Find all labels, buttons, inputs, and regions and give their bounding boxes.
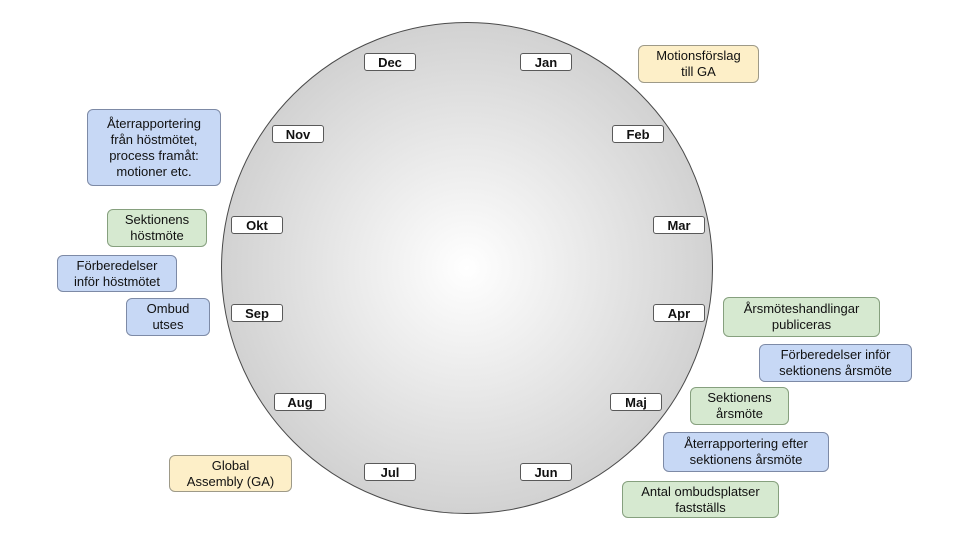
month-jan: Jan bbox=[520, 53, 572, 71]
note-line: Antal ombudsplatser bbox=[641, 483, 760, 499]
note-line: Sektionens bbox=[707, 390, 772, 405]
month-nov: Nov bbox=[272, 125, 324, 143]
note-aterrapportering-arsmote: Återrapportering efter sektionens årsmöt… bbox=[663, 432, 829, 472]
note-line: sektionens årsmöte bbox=[689, 452, 803, 467]
note-line: Motionsförslag bbox=[656, 48, 741, 63]
note-line: Global bbox=[211, 457, 250, 473]
note-line: utses bbox=[152, 317, 184, 332]
note-line: Förberedelser inför bbox=[780, 347, 891, 362]
note-sektionens-hostmote: Sektionens höstmöte bbox=[107, 209, 207, 247]
note-line: Förberedelser bbox=[76, 257, 158, 273]
note-line: fastställs bbox=[675, 499, 726, 515]
note-line: inför höstmötet bbox=[74, 273, 160, 289]
note-line: från höstmötet, bbox=[110, 131, 198, 147]
note-line: publiceras bbox=[771, 317, 832, 332]
note-line: process framåt: bbox=[109, 147, 199, 163]
note-ombud-utses: Ombud utses bbox=[126, 298, 210, 336]
note-line: Ombud bbox=[146, 301, 190, 316]
month-sep: Sep bbox=[231, 304, 283, 322]
note-line: Återrapportering efter bbox=[684, 436, 808, 451]
note-line: Årsmöteshandlingar bbox=[743, 301, 860, 316]
note-motionsforslag: Motionsförslag till GA bbox=[638, 45, 759, 83]
month-aug: Aug bbox=[274, 393, 326, 411]
month-maj: Maj bbox=[610, 393, 662, 411]
month-okt: Okt bbox=[231, 216, 283, 234]
note-line: sektionens årsmöte bbox=[779, 363, 892, 378]
note-forberedelser-hostmote: Förberedelser inför höstmötet bbox=[57, 255, 177, 292]
note-arsmoteshandlingar: Årsmöteshandlingar publiceras bbox=[723, 297, 880, 337]
note-line: Återrapportering bbox=[107, 115, 201, 131]
month-jun: Jun bbox=[520, 463, 572, 481]
note-line: motioner etc. bbox=[116, 163, 192, 179]
note-sektionens-arsmote: Sektionens årsmöte bbox=[690, 387, 789, 425]
note-global-assembly: Global Assembly (GA) bbox=[169, 455, 292, 492]
note-line: Assembly (GA) bbox=[186, 473, 275, 489]
note-forberedelser-arsmote: Förberedelser inför sektionens årsmöte bbox=[759, 344, 912, 382]
month-feb: Feb bbox=[612, 125, 664, 143]
month-jul: Jul bbox=[364, 463, 416, 481]
year-wheel bbox=[221, 22, 713, 514]
note-line: Sektionens bbox=[124, 212, 190, 227]
note-line: till GA bbox=[681, 64, 716, 79]
month-dec: Dec bbox=[364, 53, 416, 71]
note-aterrapportering-hostmote: Återrapportering från höstmötet, process… bbox=[87, 109, 221, 186]
note-line: årsmöte bbox=[716, 406, 763, 421]
note-line: höstmöte bbox=[130, 228, 184, 243]
month-apr: Apr bbox=[653, 304, 705, 322]
month-mar: Mar bbox=[653, 216, 705, 234]
note-antal-ombudsplatser: Antal ombudsplatser fastställs bbox=[622, 481, 779, 518]
